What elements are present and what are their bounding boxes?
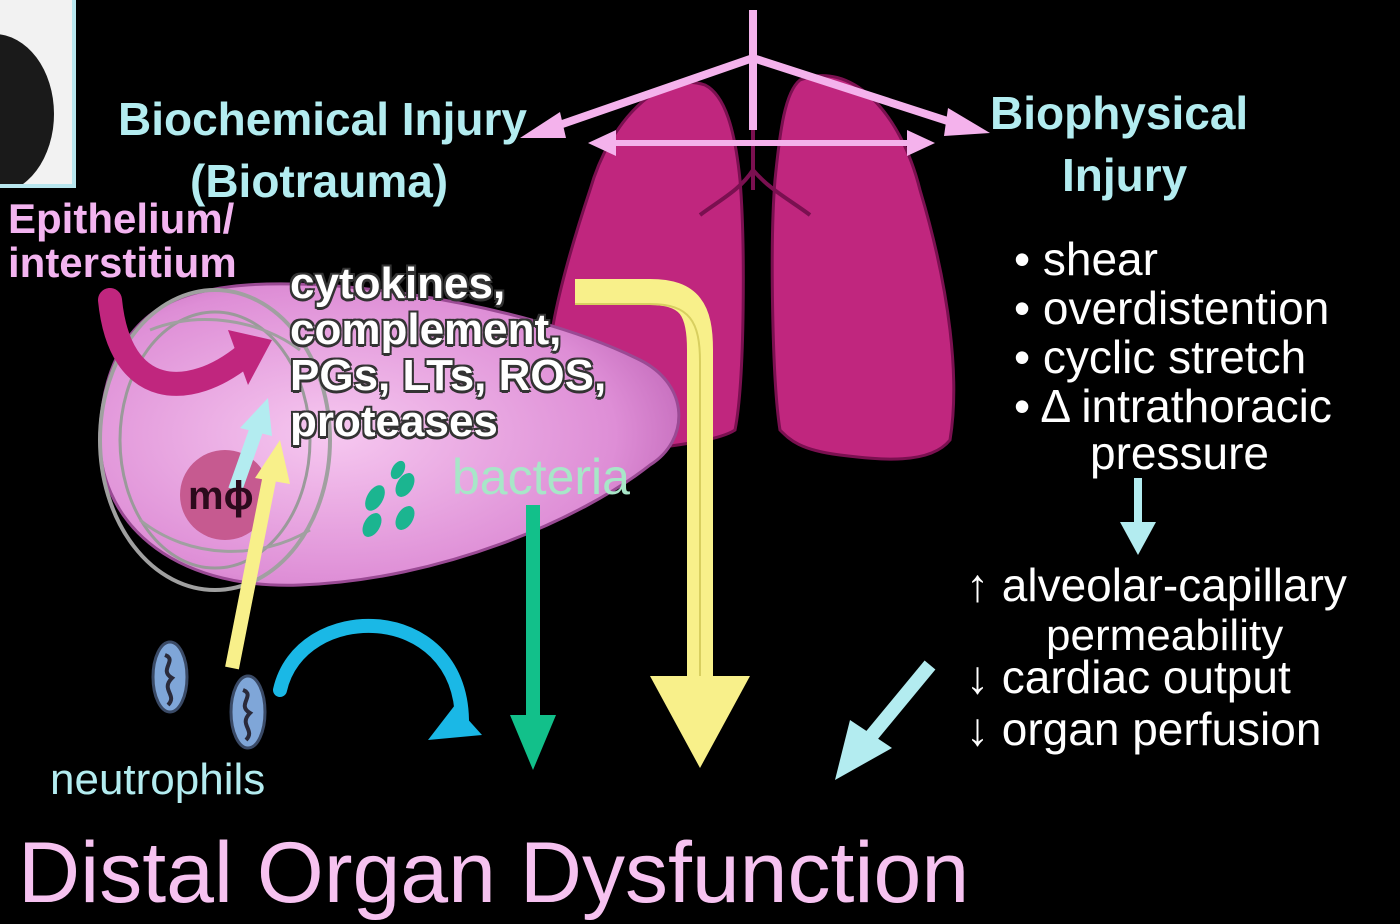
neutrophil-curve-arrow xyxy=(280,626,482,740)
bullet-item: • overdistention xyxy=(1014,285,1329,331)
mediator-item: proteases xyxy=(290,400,498,444)
biophysical-label: Biophysical xyxy=(990,90,1248,136)
mediator-item: complement, xyxy=(290,308,561,352)
bullet-item: • cyclic stretch xyxy=(1014,334,1306,380)
outcome-title: Distal Organ Dysfunction xyxy=(18,830,969,916)
bacteria-label: bacteria xyxy=(452,452,630,502)
effect-item: ↓ organ perfusion xyxy=(966,706,1321,752)
effects-diagonal-arrow xyxy=(835,665,930,780)
epithelium-label: Epithelium/ xyxy=(8,198,234,240)
biophysical-injury-label: Injury xyxy=(1062,152,1187,198)
effect-item: ↓ cardiac output xyxy=(966,654,1291,700)
pressure-down-arrow xyxy=(1120,478,1156,555)
bullet-continuation: pressure xyxy=(1090,430,1269,476)
interstitium-label: interstitium xyxy=(8,242,237,284)
mediator-item: PGs, LTs, ROS, xyxy=(290,354,606,398)
neutrophils-label: neutrophils xyxy=(50,758,265,802)
bacteria-down-arrow xyxy=(510,505,556,770)
bullet-item: • shear xyxy=(1014,236,1158,282)
macrophage-label: mϕ xyxy=(188,476,254,516)
mediator-item: cytokines, xyxy=(290,262,505,306)
neutrophil-cells-icon xyxy=(153,642,265,748)
bullet-item: • Δ intrathoracic xyxy=(1014,383,1332,429)
effect-item: ↑ alveolar-capillary xyxy=(966,562,1347,608)
biochemical-injury-label: Biochemical Injury xyxy=(118,96,527,142)
